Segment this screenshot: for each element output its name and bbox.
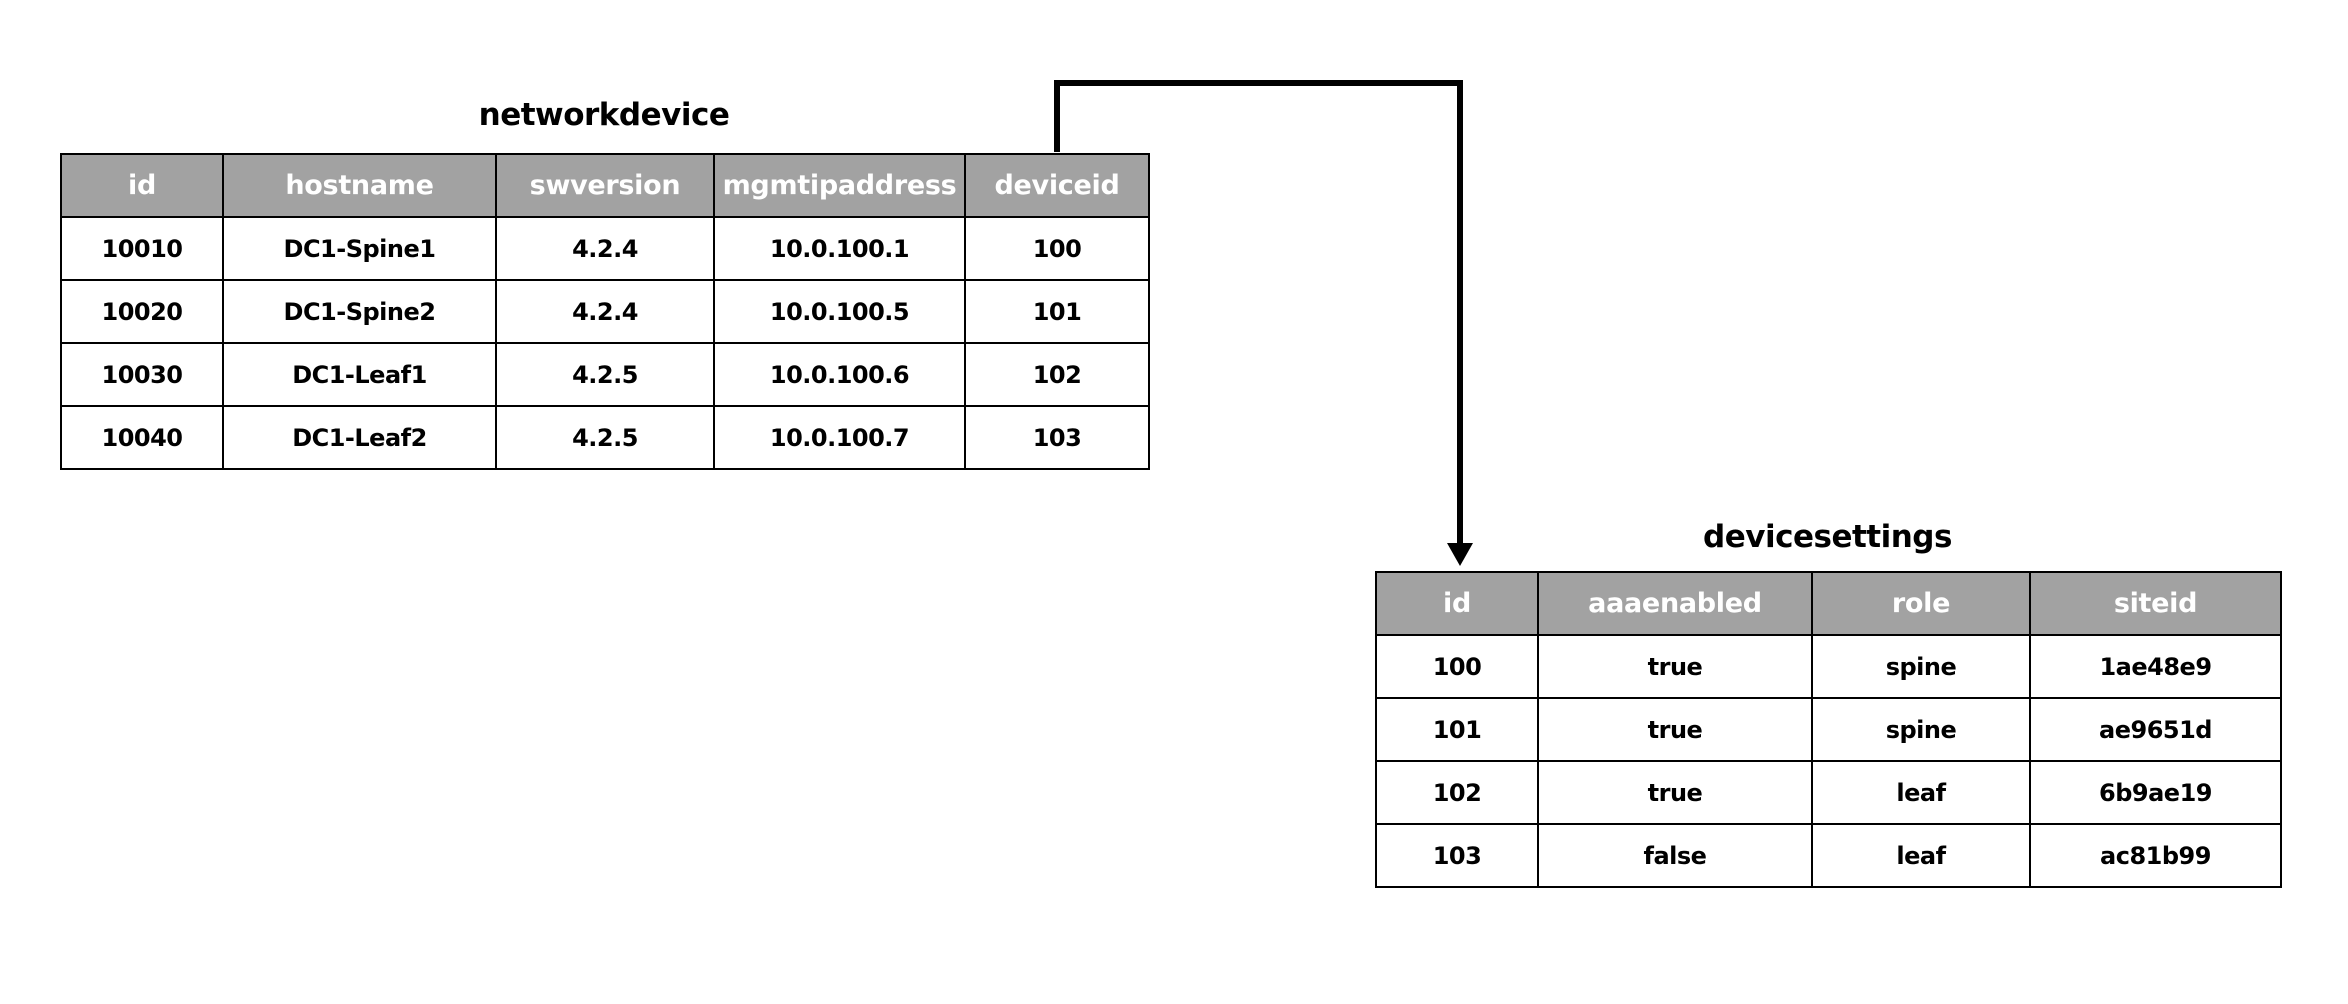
table-cell: 102 bbox=[964, 342, 1150, 407]
table-row: 102 true leaf 6b9ae19 bbox=[1375, 760, 2282, 825]
column-header-deviceid: deviceid bbox=[964, 153, 1150, 218]
table-cell: 10.0.100.1 bbox=[713, 216, 966, 281]
table-row: 100 true spine 1ae48e9 bbox=[1375, 634, 2282, 699]
column-header-siteid: siteid bbox=[2029, 571, 2282, 636]
table-cell: 4.2.5 bbox=[495, 342, 715, 407]
networkdevice-table-title: networkdevice bbox=[478, 97, 730, 133]
table-cell: true bbox=[1537, 634, 1813, 699]
column-header-aaaenabled: aaaenabled bbox=[1537, 571, 1813, 636]
table-cell: leaf bbox=[1811, 760, 2031, 825]
table-header-row: id aaaenabled role siteid bbox=[1375, 571, 2282, 636]
table-cell: 103 bbox=[964, 405, 1150, 470]
table-row: 101 true spine ae9651d bbox=[1375, 697, 2282, 762]
table-cell: true bbox=[1537, 697, 1813, 762]
table-row: 10020 DC1-Spine2 4.2.4 10.0.100.5 101 bbox=[60, 279, 1150, 344]
table-cell: 10010 bbox=[60, 216, 224, 281]
devicesettings-table: id aaaenabled role siteid 100 true spine… bbox=[1375, 571, 2282, 888]
table-cell: DC1-Spine1 bbox=[222, 216, 497, 281]
table-cell: 101 bbox=[1375, 697, 1539, 762]
table-cell: ae9651d bbox=[2029, 697, 2282, 762]
column-header-role: role bbox=[1811, 571, 2031, 636]
table-cell: 10.0.100.5 bbox=[713, 279, 966, 344]
table-cell: 103 bbox=[1375, 823, 1539, 888]
table-cell: 1ae48e9 bbox=[2029, 634, 2282, 699]
networkdevice-table: id hostname swversion mgmtipaddress devi… bbox=[60, 153, 1150, 470]
table-cell: ac81b99 bbox=[2029, 823, 2282, 888]
column-header-id: id bbox=[1375, 571, 1539, 636]
table-cell: 10.0.100.6 bbox=[713, 342, 966, 407]
table-row: 10010 DC1-Spine1 4.2.4 10.0.100.1 100 bbox=[60, 216, 1150, 281]
table-cell: 4.2.4 bbox=[495, 279, 715, 344]
table-cell: 10020 bbox=[60, 279, 224, 344]
table-cell: 10.0.100.7 bbox=[713, 405, 966, 470]
table-cell: 101 bbox=[964, 279, 1150, 344]
table-cell: leaf bbox=[1811, 823, 2031, 888]
table-cell: DC1-Leaf1 bbox=[222, 342, 497, 407]
table-cell: 102 bbox=[1375, 760, 1539, 825]
column-header-id: id bbox=[60, 153, 224, 218]
table-cell: 10040 bbox=[60, 405, 224, 470]
table-cell: 10030 bbox=[60, 342, 224, 407]
column-header-swversion: swversion bbox=[495, 153, 715, 218]
table-cell: 4.2.4 bbox=[495, 216, 715, 281]
column-header-mgmtipaddress: mgmtipaddress bbox=[713, 153, 966, 218]
table-cell: false bbox=[1537, 823, 1813, 888]
table-cell: 4.2.5 bbox=[495, 405, 715, 470]
column-header-hostname: hostname bbox=[222, 153, 497, 218]
table-cell: 100 bbox=[964, 216, 1150, 281]
table-cell: 6b9ae19 bbox=[2029, 760, 2282, 825]
table-row: 10030 DC1-Leaf1 4.2.5 10.0.100.6 102 bbox=[60, 342, 1150, 407]
table-row: 103 false leaf ac81b99 bbox=[1375, 823, 2282, 888]
table-cell: 100 bbox=[1375, 634, 1539, 699]
table-cell: spine bbox=[1811, 697, 2031, 762]
devicesettings-table-title: devicesettings bbox=[1703, 519, 1952, 555]
table-cell: DC1-Leaf2 bbox=[222, 405, 497, 470]
table-header-row: id hostname swversion mgmtipaddress devi… bbox=[60, 153, 1150, 218]
table-row: 10040 DC1-Leaf2 4.2.5 10.0.100.7 103 bbox=[60, 405, 1150, 470]
table-cell: true bbox=[1537, 760, 1813, 825]
table-cell: spine bbox=[1811, 634, 2031, 699]
table-cell: DC1-Spine2 bbox=[222, 279, 497, 344]
